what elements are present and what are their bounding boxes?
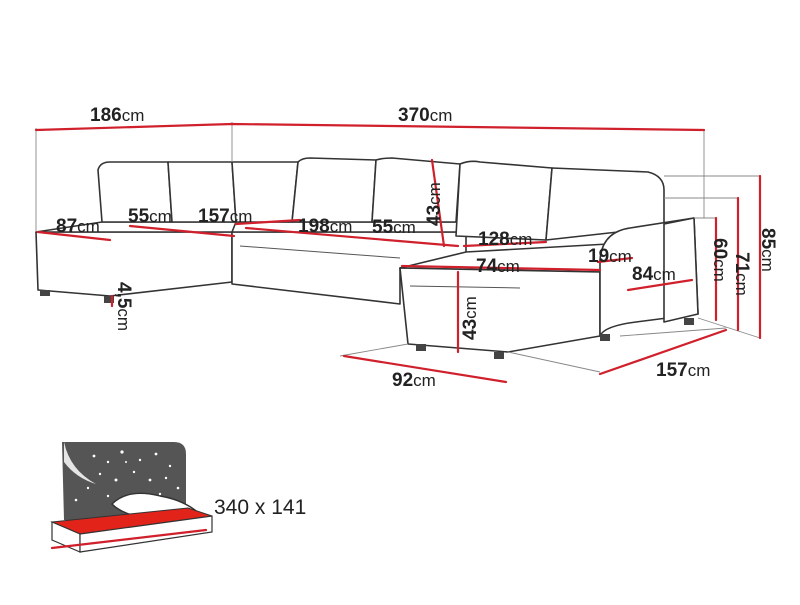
left-back-cushion-1	[97, 161, 173, 223]
dim-label-overall-width: 370cm	[398, 105, 452, 126]
dim-line-128	[462, 240, 548, 248]
bed-size-label: 340 x 141	[214, 496, 306, 519]
seam-line	[409, 285, 521, 289]
sofa-outline	[35, 157, 699, 353]
dim-label-92: 92cm	[392, 370, 436, 391]
sleeping-function-icon	[50, 442, 213, 553]
dim-label-157: 157cm	[198, 206, 252, 227]
right-base-side	[663, 217, 699, 323]
dim-label-74: 74cm	[476, 256, 520, 277]
seam-line	[239, 245, 401, 259]
dim-line-198	[244, 226, 460, 248]
dim-label-55-center: 55cm	[372, 217, 416, 238]
dim-line-87	[36, 230, 112, 242]
dim-label-84: 84cm	[632, 264, 676, 285]
dim-label-60: 60cm	[709, 238, 730, 282]
center-back-cushion-2	[291, 157, 377, 223]
sofa-legs	[40, 290, 694, 359]
leg	[104, 296, 114, 303]
right-back-cushion-1	[455, 160, 553, 241]
dim-label-87: 87cm	[56, 216, 100, 237]
right-chaise-front	[399, 267, 601, 353]
moon-icon	[64, 442, 96, 484]
leg	[600, 334, 610, 341]
dimension-lines	[34, 122, 762, 384]
dim-line-55-left	[128, 224, 236, 238]
dim-label-71: 71cm	[731, 252, 752, 296]
dim-label-55-left: 55cm	[128, 206, 172, 227]
dim-line-92	[342, 354, 508, 384]
dim-line-43-back	[430, 158, 446, 248]
dim-line-width	[34, 122, 706, 132]
guide-lines	[35, 122, 761, 373]
dim-label-19: 19cm	[588, 246, 632, 267]
dim-label-85: 85cm	[757, 228, 778, 272]
dim-line-157-depth	[598, 328, 728, 376]
bed-length-dim-line	[50, 528, 208, 550]
dim-line-157	[234, 218, 302, 226]
dim-line-84	[626, 278, 694, 292]
dim-line-19	[596, 256, 634, 264]
leg	[494, 352, 504, 359]
dim-label-157-depth: 157cm	[656, 360, 710, 381]
right-back-cushion-2	[545, 167, 665, 241]
leg	[40, 290, 50, 296]
center-back-cushion-3	[371, 157, 461, 223]
stars-icon	[74, 450, 180, 502]
leg	[416, 344, 426, 351]
dim-label-43-seat: 43cm	[460, 296, 481, 340]
dim-label-left-width: 186cm	[90, 105, 144, 126]
dim-label-43-back: 43cm	[424, 182, 445, 226]
dim-label-128: 128cm	[478, 229, 532, 250]
dim-label-198: 198cm	[298, 216, 352, 237]
dim-line-74	[400, 264, 602, 272]
dim-label-leg-height: 4,5cm	[113, 282, 134, 331]
leg	[684, 318, 694, 325]
dimension-labels: 186cm 370cm 87cm 55cm 157cm 198cm 55cm 4…	[56, 105, 778, 391]
